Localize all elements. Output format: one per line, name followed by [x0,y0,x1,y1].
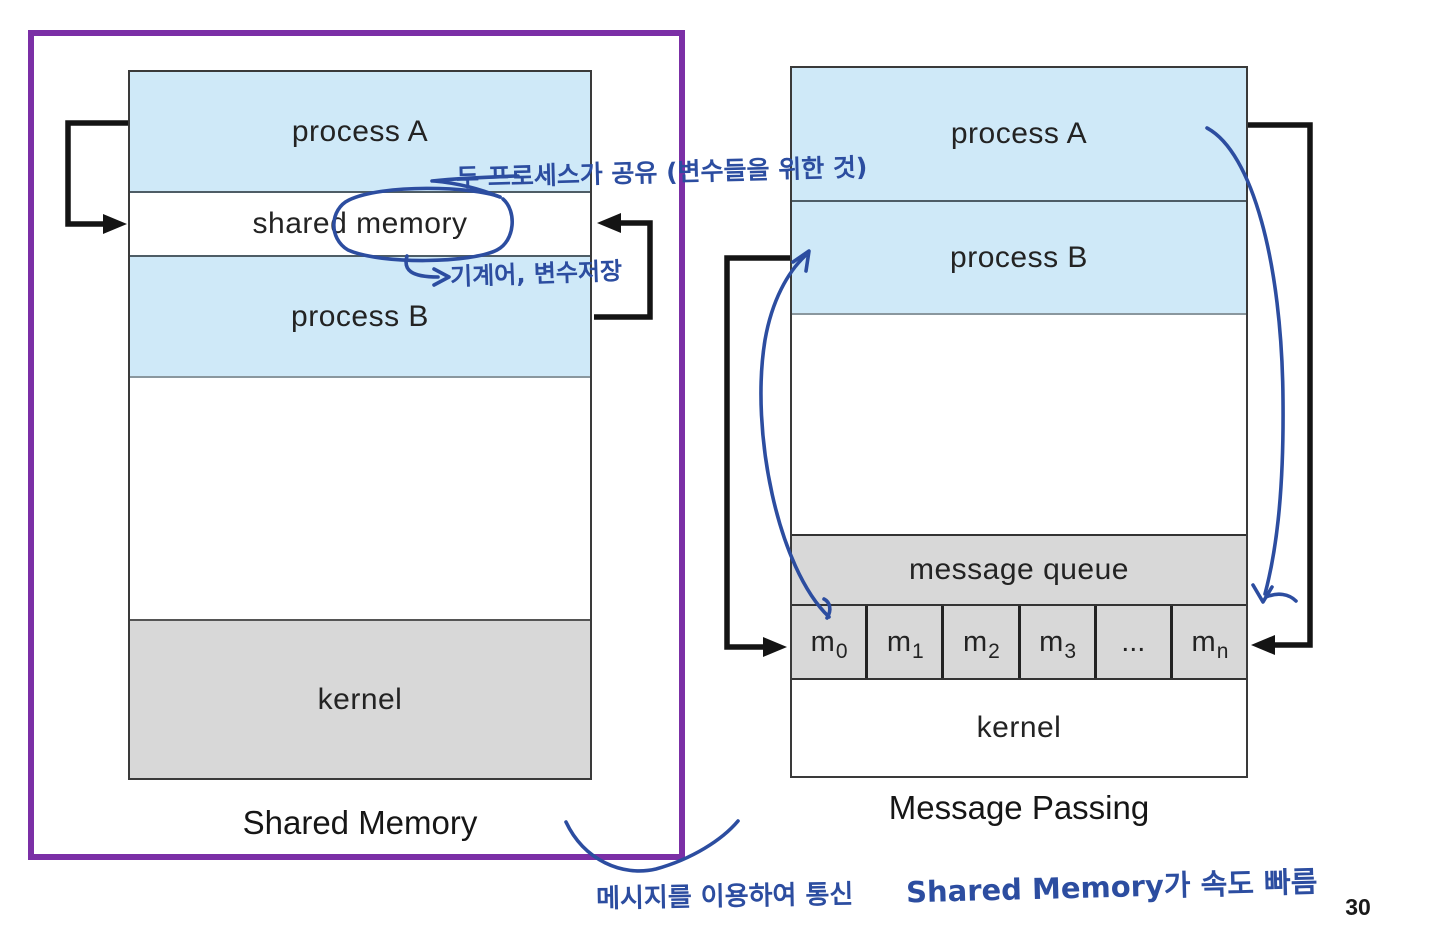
message-passing-diagram: process A process B message queue m0 m1 … [790,66,1248,778]
shared-memory-caption: Shared Memory [242,804,478,841]
message-queue-cells: m0 m1 m2 m3 ... mn [792,606,1246,680]
handwritten-speed-note: Shared Memory가 속도 빠름 [905,864,1318,910]
process-b-to-queue-arrow [724,255,790,657]
band-process-b: process B [792,202,1246,315]
message-queue-label: message queue [909,553,1129,586]
band-kernel: kernel [792,680,1246,776]
queue-cell-m3: m3 [1021,606,1097,678]
process-a-label: process A [291,114,429,148]
page-number: 30 [1345,894,1371,920]
queue-cell-m2: m2 [944,606,1021,678]
kernel-label: kernel [976,711,1062,744]
queue-cell-m1: m1 [868,606,945,678]
band-process-b: process B [130,257,590,378]
handwritten-memory-note: 기계어, 변수저장 [449,257,623,291]
queue-cell-mn: mn [1191,625,1229,663]
message-passing-caption: Message Passing [888,789,1150,826]
process-a-label: process A [950,117,1088,150]
process-b-label: process B [291,299,429,333]
band-kernel: kernel [130,619,590,778]
band-process-a: process A [130,72,590,193]
kernel-label: kernel [317,682,403,716]
band-empty [792,315,1246,534]
handwritten-message-note: 메시지를 이용하여 통신 [595,879,854,915]
queue-cell-ellipsis: ... [1097,606,1173,678]
shared-memory-label: shared memory [252,207,468,240]
band-shared-memory: shared memory [130,193,590,257]
process-a-to-queue-arrow [1248,122,1313,655]
band-message-queue: message queue [792,534,1246,606]
queue-cell-m0: m0 [792,606,869,678]
band-process-a: process A [792,68,1246,202]
band-empty [130,378,590,619]
process-b-label: process B [950,240,1088,274]
highlight-frame [28,30,685,860]
